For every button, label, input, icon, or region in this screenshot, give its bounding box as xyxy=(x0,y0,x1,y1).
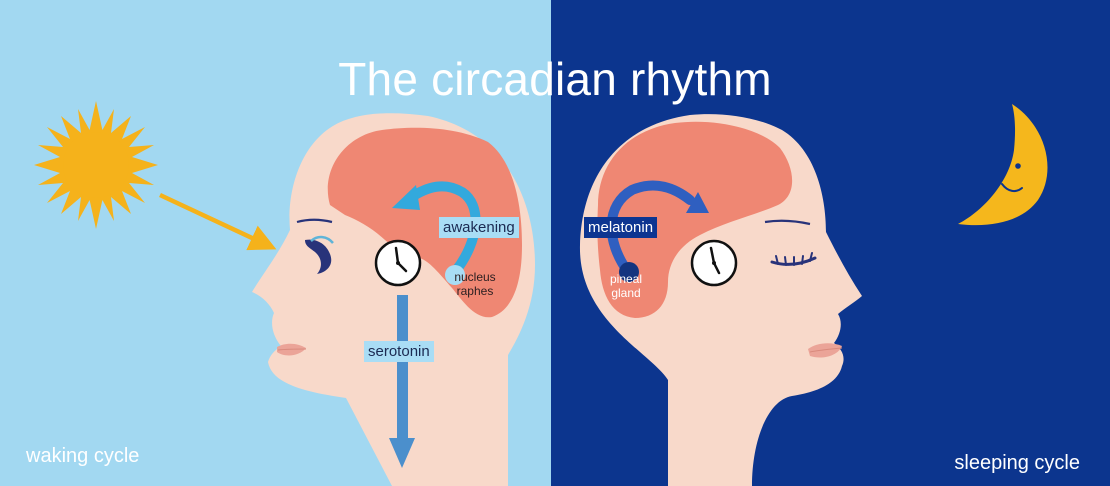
pineal-gland-node xyxy=(619,262,639,282)
awakening-label: awakening xyxy=(439,217,519,238)
pineal-gland-line1: pineal xyxy=(609,272,643,286)
nucleus-raphes-node xyxy=(445,265,465,285)
eyebrow-left xyxy=(296,218,333,224)
clock-icon xyxy=(690,239,738,287)
eyebrow-right xyxy=(764,219,811,226)
serotonin-arrow xyxy=(389,295,415,468)
moon-icon xyxy=(958,104,1048,226)
lips-right xyxy=(808,343,842,358)
melatonin-arrow xyxy=(606,180,695,277)
sleeping-head xyxy=(579,114,862,486)
nucleus-raphes-line2: raphes xyxy=(456,284,494,298)
sun-icon xyxy=(34,101,158,229)
page-title: The circadian rhythm xyxy=(338,52,772,105)
sunlight-arrow xyxy=(159,192,277,251)
eyelash-left xyxy=(310,235,334,244)
pineal-gland-line2: gland xyxy=(611,286,641,300)
serotonin-label: serotonin xyxy=(364,341,434,362)
melatonin-label: melatonin xyxy=(584,217,658,238)
waking-cycle-label: waking cycle xyxy=(26,445,140,467)
clock-icon xyxy=(374,239,422,287)
nucleus-raphes-line1: nucleus xyxy=(454,270,496,284)
eye-left xyxy=(305,239,332,274)
brain-right xyxy=(597,121,793,318)
brain-left xyxy=(327,127,522,318)
awake-head xyxy=(252,113,535,486)
sleeping-cycle-label: sleeping cycle xyxy=(954,452,1080,474)
pineal-gland-label: pineal gland xyxy=(600,272,652,300)
awakening-arrow xyxy=(405,181,481,277)
nucleus-raphes-label: nucleus raphes xyxy=(440,270,510,298)
